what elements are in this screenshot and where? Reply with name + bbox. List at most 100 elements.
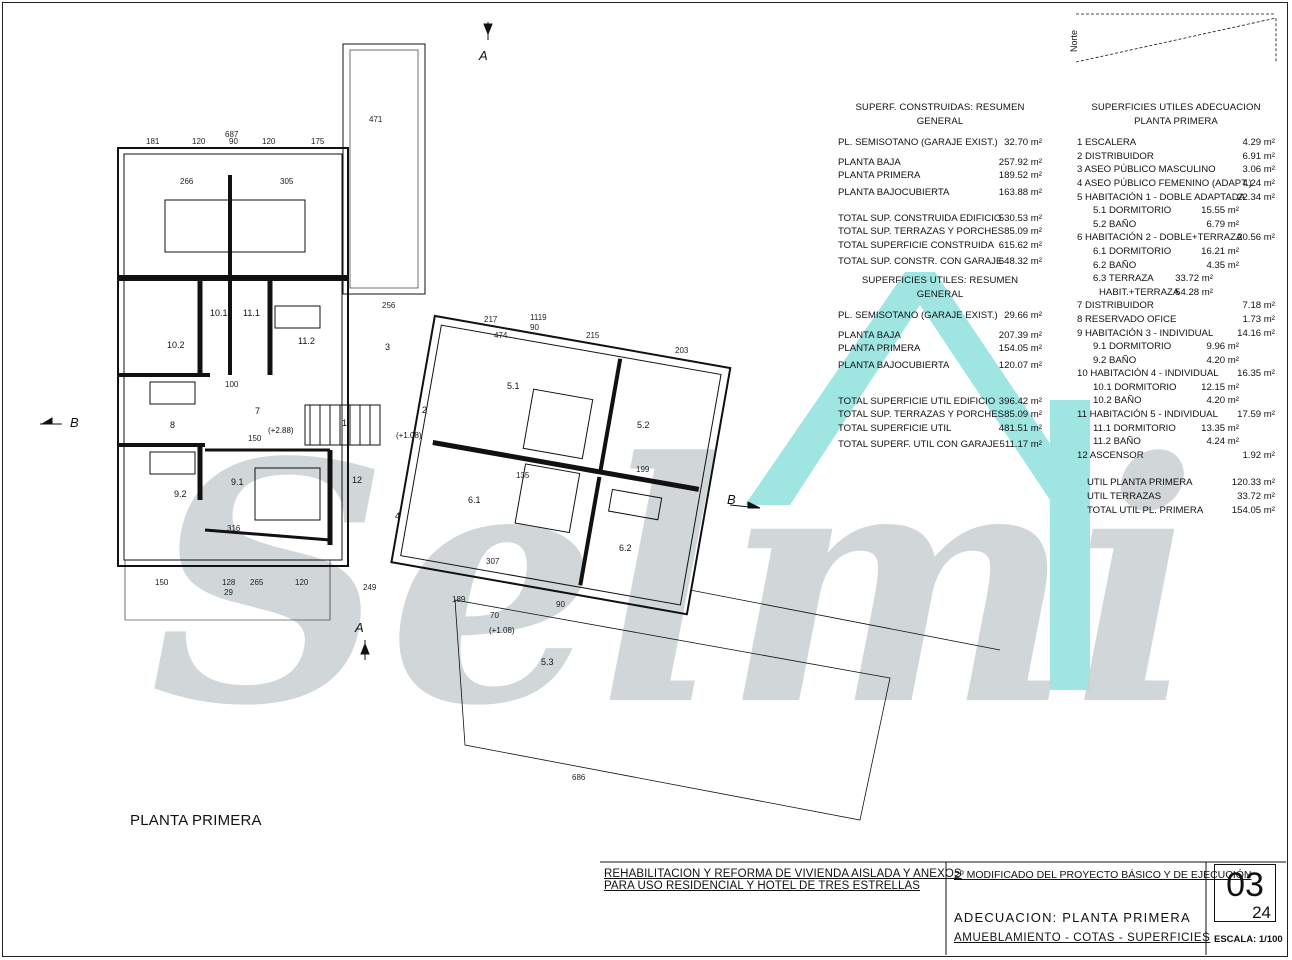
dimension: 100 [225, 380, 239, 389]
dimension: 189 [452, 595, 466, 604]
dimension: 150 [248, 434, 262, 443]
room-label: 10.2 [167, 340, 185, 350]
room-label: 11.1 [243, 308, 260, 318]
useful-areas-table: SUPERFICIES UTILES: RESUMEN GENERAL PL. … [838, 274, 1042, 452]
north-arrow-icon [1075, 13, 1277, 63]
plan-title: PLANTA PRIMERA [130, 812, 262, 829]
room-label: 9.1 [231, 477, 244, 487]
dimension: 307 [486, 557, 500, 566]
dimension: 29 [224, 588, 233, 597]
room-label: 12 [352, 475, 362, 485]
section-mark-a: A [354, 620, 364, 635]
room-label: 5.2 [637, 420, 650, 430]
dimension: 175 [311, 137, 325, 146]
section-mark-b: B [70, 415, 79, 430]
dimension: 203 [675, 346, 689, 355]
dimension: 135 [516, 471, 530, 480]
adequation-subtitle: PLANTA PRIMERA [1134, 115, 1218, 127]
dimension: 181 [146, 137, 160, 146]
room-label: 6.2 [619, 543, 632, 553]
room-label: 11.2 [298, 336, 315, 346]
section-mark-b: B [727, 492, 736, 507]
modification-label: 2º MODIFICADO DEL PROYECTO BÁSICO Y DE E… [954, 869, 1252, 881]
sheet-contents: AMUEBLAMIENTO - COTAS - SUPERFICIES [954, 932, 1211, 944]
adequation-title: SUPERFICIES UTILES ADECUACION [1091, 102, 1261, 113]
watermark-logo: Selmi [150, 272, 1198, 778]
room-label: 7 [255, 406, 260, 416]
dimension: 266 [180, 177, 194, 186]
level-mark: (+1.08) [489, 626, 515, 635]
dimension: 256 [382, 301, 396, 310]
table-row: PL. SEMISOTANO (GARAJE EXIST.)29.66 m² [838, 310, 1042, 322]
dimension: 686 [572, 773, 586, 782]
dimension: 249 [363, 583, 377, 592]
dimension: 305 [280, 177, 294, 186]
room-label: 6.1 [468, 495, 481, 505]
room-label: 1 [342, 418, 347, 428]
useful-areas-title: SUPERFICIES UTILES: RESUMEN GENERAL [861, 275, 1019, 300]
north-label: Norte [1069, 29, 1079, 52]
dimension: 217 [484, 315, 498, 324]
room-label: 9.2 [174, 489, 187, 499]
room-label: 2 [422, 405, 427, 415]
dimension: 471 [369, 115, 383, 124]
dimension: 316 [227, 524, 241, 533]
dimension: 265 [250, 578, 264, 587]
table-row: 4 ASEO PÚBLICO FEMENINO (ADAPT.)4.24 m² [1077, 177, 1275, 189]
sheet-total: 24 [1252, 903, 1271, 922]
dimension: 1119 [530, 313, 547, 322]
level-mark: (+1.08) [396, 431, 422, 440]
room-label: 10.1 [210, 308, 228, 318]
dimension: 215 [586, 331, 600, 340]
dimension: 120 [295, 578, 309, 587]
built-areas-table: SUPERF. CONSTRUIDAS: RESUMEN GENERAL PL.… [838, 101, 1042, 269]
sheet-number: 03 [1226, 866, 1264, 904]
dimension: 90 [556, 600, 565, 609]
dimension: 90 [530, 323, 539, 332]
dimension: 70 [490, 611, 499, 620]
room-label: 5.3 [541, 657, 554, 667]
room-label: 5.1 [507, 381, 520, 391]
scale-label: ESCALA: 1/100 [1214, 934, 1283, 945]
dimension: 120 [192, 137, 206, 146]
project-title: REHABILITACION Y REFORMA DE VIVIENDA AIS… [604, 868, 962, 892]
dimension: 474 [494, 331, 508, 340]
room-label: 4 [395, 511, 400, 521]
dimension: 199 [636, 465, 650, 474]
dimension: 120 [262, 137, 276, 146]
